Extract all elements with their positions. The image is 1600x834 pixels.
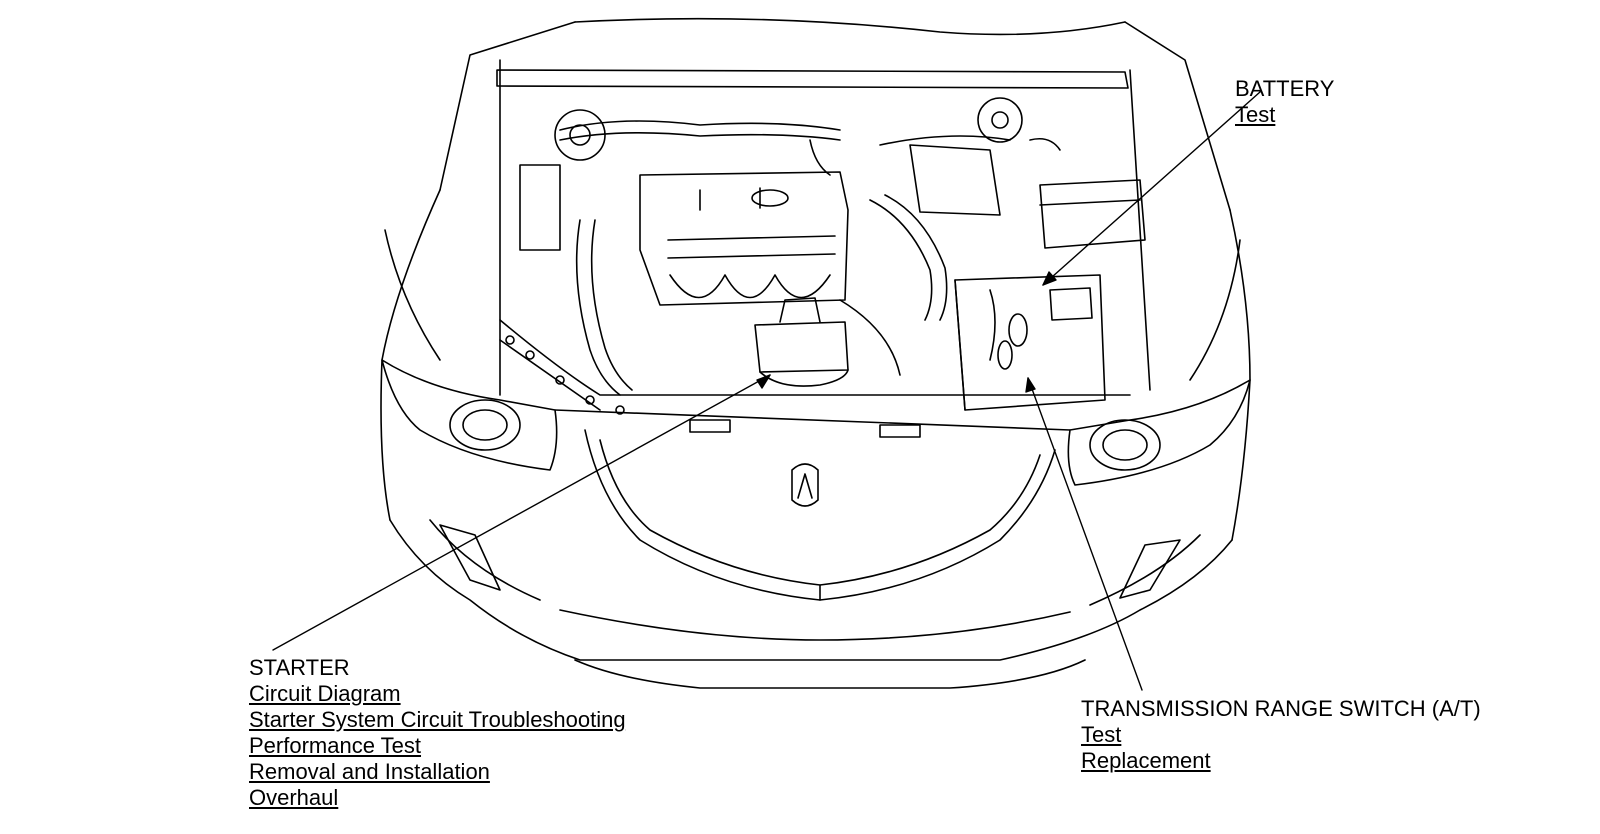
battery-callout: BATTERY Test [1235, 76, 1334, 128]
starter-overhaul-link[interactable]: Overhaul [249, 785, 339, 810]
left-headlight [381, 229, 558, 471]
hoses-and-piping [559, 120, 1011, 396]
lower-bumper [429, 519, 1201, 641]
trs-title: TRANSMISSION RANGE SWITCH (A/T) [1081, 696, 1481, 721]
trs-leader-arrow [1025, 377, 1036, 393]
transmission-range-switch-callout: TRANSMISSION RANGE SWITCH (A/T) Test Rep… [1081, 696, 1481, 774]
radiator-support [499, 319, 1131, 438]
starter-leader-line [272, 374, 771, 651]
starter-callout: STARTER Circuit Diagram Starter System C… [249, 655, 626, 811]
air-cleaner-box [1039, 179, 1146, 249]
leader-lines [272, 91, 1261, 691]
battery-leader-line [1042, 91, 1261, 286]
trs-replacement-link[interactable]: Replacement [1081, 748, 1211, 773]
trs-leader-line [1027, 377, 1143, 691]
left-strut-tower [519, 109, 606, 251]
front-grille [554, 409, 1071, 601]
starter-leader-arrow [756, 374, 771, 389]
right-strut-tower [909, 97, 1061, 216]
battery-leader-arrow [1042, 271, 1057, 286]
battery-title: BATTERY [1235, 76, 1335, 101]
engine-block [639, 171, 849, 306]
starter-motor [754, 297, 849, 387]
starter-circuit-diagram-link[interactable]: Circuit Diagram [249, 681, 401, 706]
right-headlight [1067, 239, 1251, 486]
starter-performance-test-link[interactable]: Performance Test [249, 733, 422, 758]
starter-troubleshooting-link[interactable]: Starter System Circuit Troubleshooting [249, 707, 626, 732]
trs-test-link[interactable]: Test [1081, 722, 1122, 747]
battery-test-link[interactable]: Test [1235, 102, 1276, 127]
vehicle-body [380, 59, 1251, 689]
starter-title: STARTER [249, 655, 350, 680]
starter-removal-installation-link[interactable]: Removal and Installation [249, 759, 490, 784]
raised-hood [439, 17, 1231, 211]
